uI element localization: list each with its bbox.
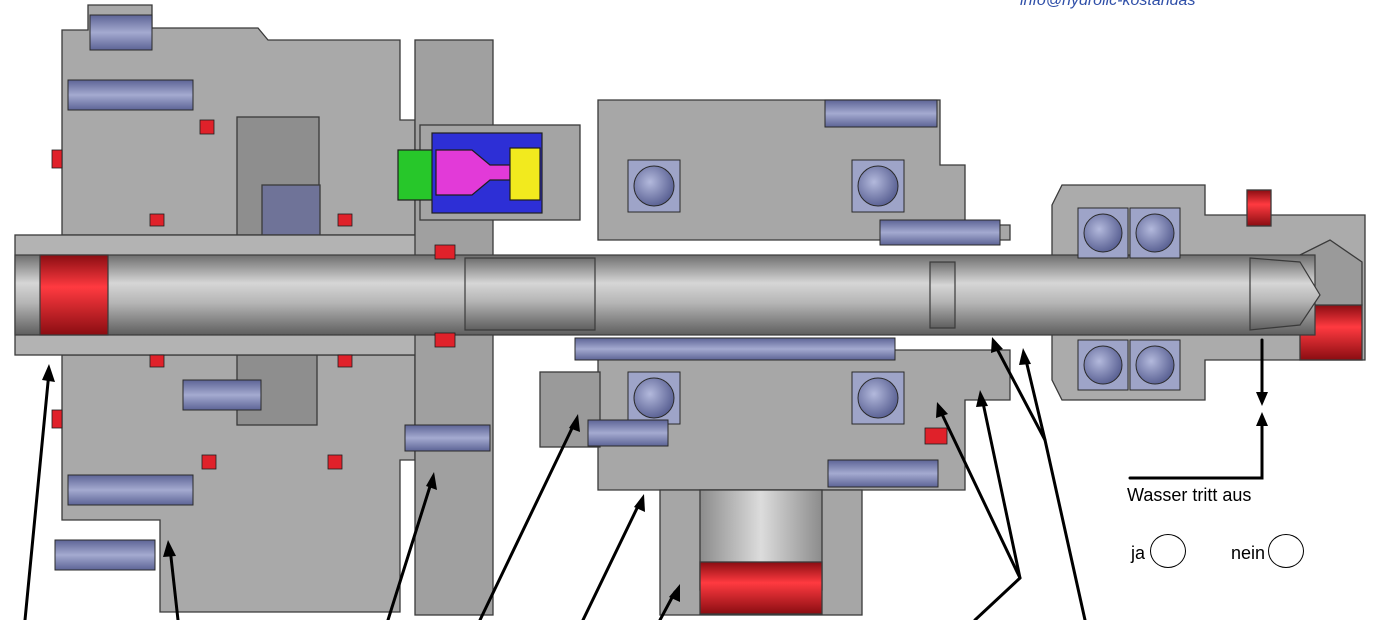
- bolts: [54, 14, 1001, 571]
- option-yes-radio[interactable]: [1150, 534, 1186, 568]
- option-yes-label: ja: [1131, 543, 1146, 563]
- option-no-radio[interactable]: [1268, 534, 1304, 568]
- main-shaft: [14, 254, 1321, 336]
- nozzle-assembly: [397, 132, 543, 214]
- middle-housing: [419, 99, 1011, 616]
- seals: [51, 119, 948, 470]
- option-no-label: nein: [1231, 543, 1266, 563]
- pointer-arrows: [23, 338, 1264, 622]
- arrow-heads: [42, 337, 1268, 602]
- bearings: [627, 159, 1181, 425]
- contact-email: info@hydrolic-kostandas: [1020, 0, 1196, 9]
- leak-question-label: Wasser tritt aus: [1127, 485, 1252, 505]
